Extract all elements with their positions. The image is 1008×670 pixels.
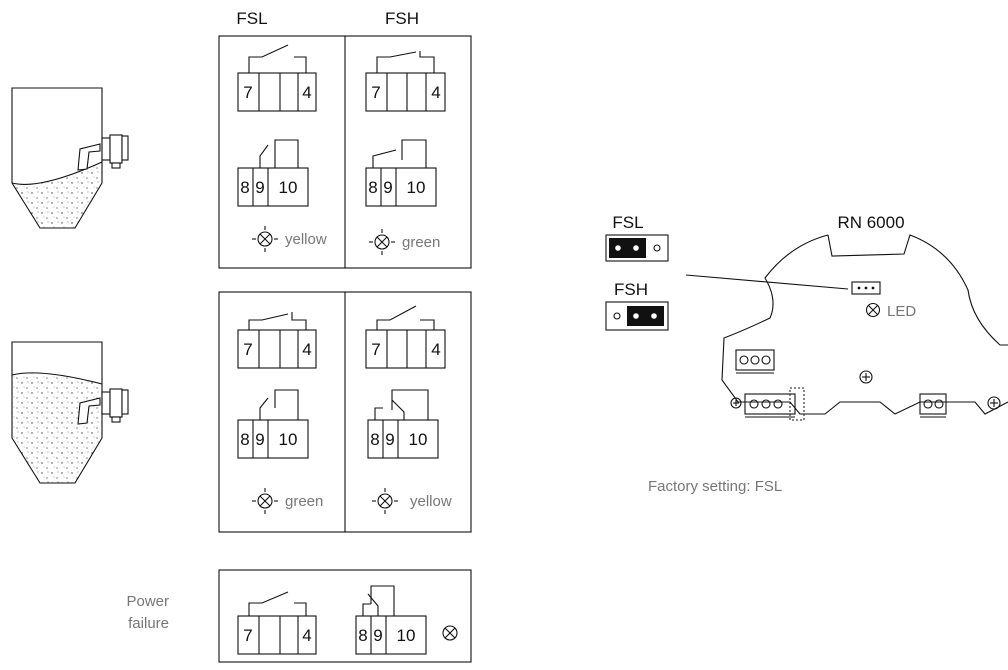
relay-panel-power-failure: 7 4 8 9 10 xyxy=(218,569,472,663)
terminal-8: 8 xyxy=(240,430,249,449)
relay-contact-b: 8 9 10 xyxy=(365,139,437,207)
terminal-4: 4 xyxy=(302,626,311,645)
terminal-4: 4 xyxy=(431,340,440,359)
relay-panel-low: 7 4 8 9 10 yellow 7 4 xyxy=(218,35,472,269)
terminal-9: 9 xyxy=(373,626,382,645)
level-sensor xyxy=(77,388,129,425)
header-fsh: FSH xyxy=(385,9,419,28)
level-sensor xyxy=(77,134,129,171)
terminal-7: 7 xyxy=(371,83,380,102)
terminal-7: 7 xyxy=(371,340,380,359)
relay-contact-b: 8 9 10 xyxy=(237,139,309,207)
board-led-label: LED xyxy=(887,303,916,320)
terminal-9: 9 xyxy=(255,430,264,449)
relay-contact-b: 8 9 10 xyxy=(237,389,309,459)
jumper-fsh xyxy=(605,301,669,331)
terminal-8: 8 xyxy=(358,626,367,645)
factory-setting-note: Factory setting: FSL xyxy=(648,478,782,495)
terminal-9: 9 xyxy=(383,178,392,197)
silo-outline xyxy=(11,341,103,484)
terminal-10: 10 xyxy=(279,430,298,449)
silo-outline xyxy=(11,87,103,229)
terminal-7: 7 xyxy=(243,340,252,359)
terminal-7: 7 xyxy=(243,83,252,102)
header-fsl: FSL xyxy=(236,9,267,28)
terminal-9: 9 xyxy=(255,178,264,197)
relay-contact-a: 7 4 xyxy=(365,305,446,369)
terminal-9: 9 xyxy=(385,430,394,449)
terminal-10: 10 xyxy=(279,178,298,197)
relay-contact-a: 7 4 xyxy=(237,312,317,369)
terminal-4: 4 xyxy=(302,340,311,359)
led-lit-icon xyxy=(252,488,278,514)
jumper-fsl xyxy=(605,234,669,262)
silo-high-level xyxy=(11,341,129,484)
relay-contact-a: 7 4 xyxy=(365,51,446,112)
relay-contact-a: 7 4 xyxy=(237,44,317,112)
terminal-10: 10 xyxy=(397,626,416,645)
rn6000-board: LED xyxy=(721,234,1008,421)
led-color-label: green xyxy=(402,234,440,251)
led-lit-icon xyxy=(372,488,398,514)
jumper-fsl-label: FSL xyxy=(612,213,643,232)
relay-contact-b: 8 9 10 xyxy=(355,585,427,655)
terminal-4: 4 xyxy=(302,83,311,102)
terminal-10: 10 xyxy=(409,430,428,449)
led-color-label: yellow xyxy=(285,231,327,248)
board-title: RN 6000 xyxy=(837,213,904,232)
led-lit-icon xyxy=(252,226,278,252)
terminal-10: 10 xyxy=(407,178,426,197)
terminal-4: 4 xyxy=(431,83,440,102)
relay-contact-b: 8 9 10 xyxy=(367,389,439,459)
terminal-7: 7 xyxy=(243,626,252,645)
power-failure-label-line2: failure xyxy=(128,615,169,632)
led-color-label: yellow xyxy=(410,493,452,510)
jumper-fsh-label: FSH xyxy=(614,280,648,299)
silo-low-level xyxy=(11,87,129,229)
led-lamp-icon xyxy=(865,302,881,318)
led-lamp-icon xyxy=(442,625,458,641)
led-color-label: green xyxy=(285,493,323,510)
relay-contact-a: 7 4 xyxy=(237,591,317,655)
relay-panel-high: 7 4 8 9 10 green 7 4 xyxy=(218,291,472,533)
bulk-material xyxy=(12,162,102,228)
led-lit-icon xyxy=(369,229,395,255)
terminal-8: 8 xyxy=(240,178,249,197)
terminal-8: 8 xyxy=(370,430,379,449)
power-failure-label-line1: Power xyxy=(126,593,169,610)
bulk-material xyxy=(12,372,102,483)
terminal-8: 8 xyxy=(368,178,377,197)
